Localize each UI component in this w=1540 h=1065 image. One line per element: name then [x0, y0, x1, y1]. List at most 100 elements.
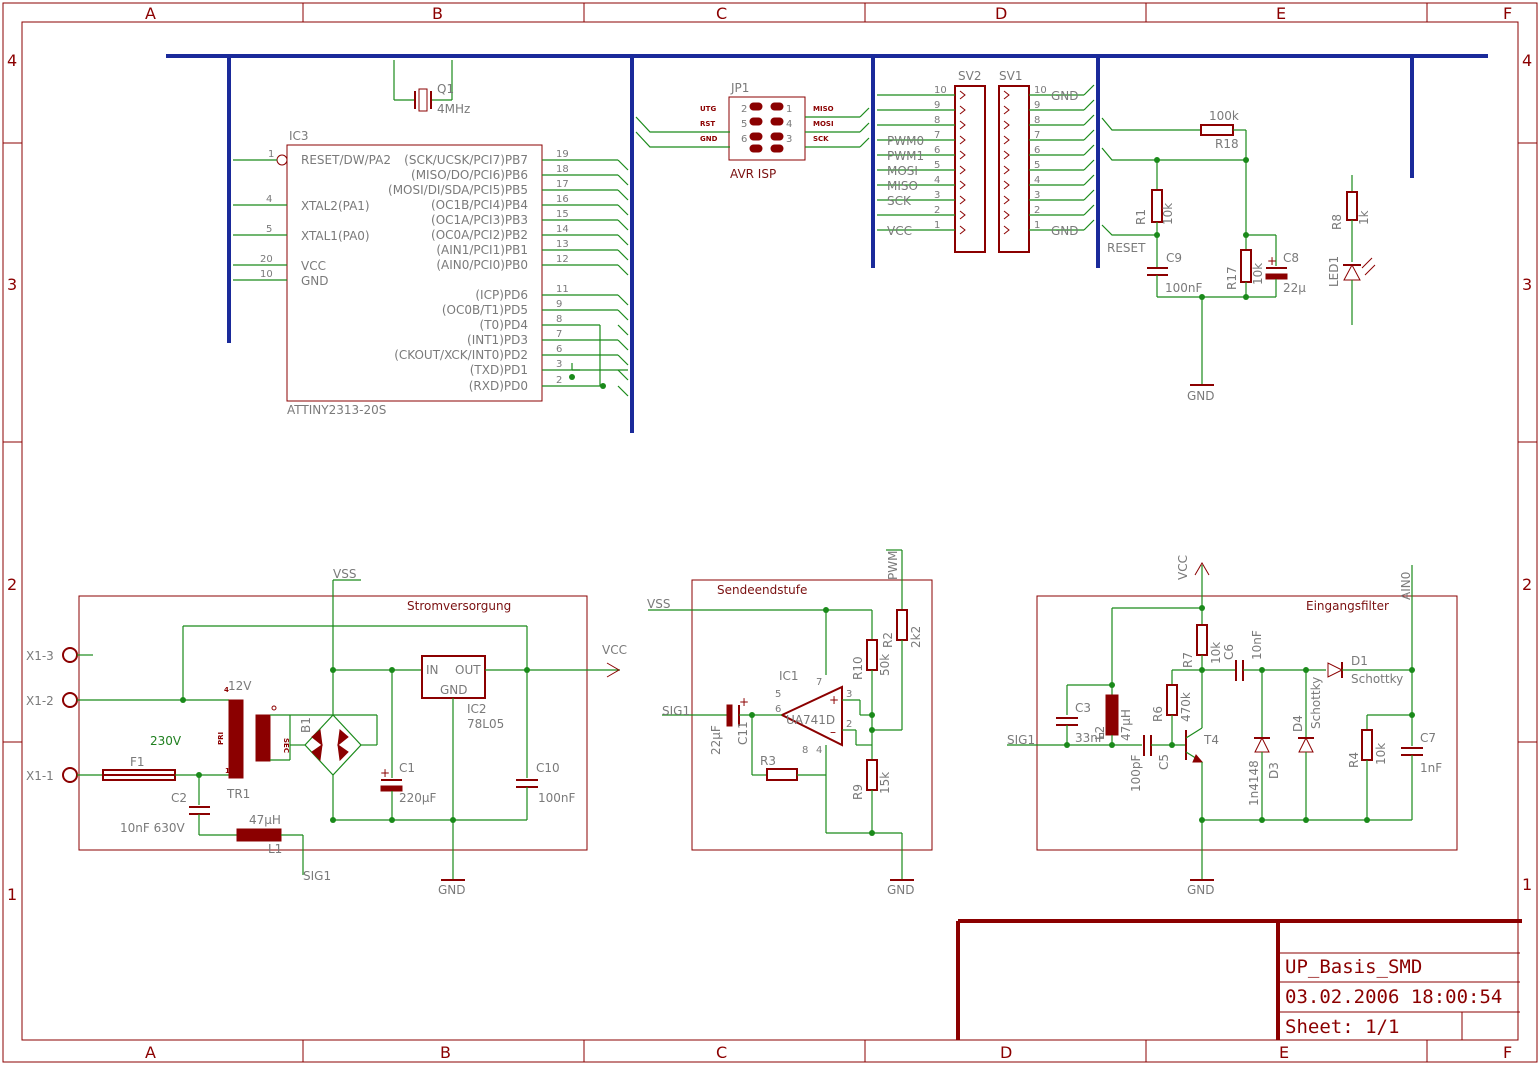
b1-name: B1 — [299, 717, 313, 733]
col-label-bottom-e: E — [1279, 1043, 1289, 1062]
jp1-label-mosi: MOSI — [813, 120, 834, 128]
sv1-pin-mark — [1003, 135, 1010, 145]
sv1-pin-mark — [1003, 195, 1010, 205]
c9-value: 100nF — [1165, 281, 1203, 295]
bus-entry — [617, 234, 629, 246]
ic3-rpin-label: (OC1A/PCI3)PB3 — [431, 213, 528, 227]
bus-entry — [1083, 144, 1095, 156]
ic3-rpin-label: (T0)PD4 — [480, 318, 528, 332]
jp1-pin: 6 — [741, 134, 747, 145]
ic3-rpin-label: (RXD)PD0 — [469, 379, 528, 393]
ic3-lpin-label: XTAL2(PA1) — [301, 199, 370, 213]
ic3-pin-7: 7(INT1)PD3 — [467, 329, 629, 351]
ic3-rpin-label: (OC1B/PCI4)PB4 — [431, 198, 528, 212]
ic3-rpin-num: 15 — [556, 209, 569, 220]
sv1-pin-num: 9 — [1034, 100, 1040, 111]
bus-entry — [1083, 189, 1095, 201]
bus-entry — [617, 249, 629, 261]
q1-value: 4MHz — [437, 102, 470, 116]
ic3-rpin-label: (OC0B/T1)PD5 — [442, 303, 528, 317]
f1-name: F1 — [130, 755, 145, 769]
r17-value: 10k — [1251, 263, 1265, 285]
c10-value: 100nF — [538, 791, 576, 805]
sv2-pin-num: 8 — [934, 115, 940, 126]
c3-name: C3 — [1075, 701, 1091, 715]
bus-lines — [166, 54, 1488, 433]
ic1-name: IC1 — [779, 669, 799, 683]
sv2-pin-num: 3 — [934, 190, 940, 201]
row-label-right-4: 4 — [1522, 51, 1532, 70]
ic3-rpin-num: 12 — [556, 254, 569, 265]
vcc-filter: VCC — [1176, 555, 1190, 580]
bus-entry — [1083, 204, 1095, 216]
ic2-out: OUT — [455, 663, 481, 677]
x13-label: X1-3 — [26, 649, 54, 663]
sv2-pin-num: 2 — [934, 205, 940, 216]
ic3-pin-15: 15 (OC1A/PCI3)PB3 — [431, 209, 629, 231]
ic3-rpin-label: (OC0A/PCI2)PB2 — [431, 228, 528, 242]
sig1-power: SIG1 — [303, 869, 331, 883]
sv1-pin-num: 6 — [1034, 145, 1040, 156]
ic3-rpin-label: (ICP)PD6 — [475, 288, 528, 302]
col-label-bottom-c: C — [716, 1043, 727, 1062]
ic3-lpin-num: 4 — [266, 194, 272, 205]
sv2-net-label: SCK — [887, 194, 912, 208]
pwm-sende: PWM — [886, 551, 900, 580]
r4-value: 10k — [1374, 743, 1388, 765]
q1-name: Q1 — [437, 82, 454, 96]
r8-name: R8 — [1330, 214, 1344, 230]
sv2-name: SV2 — [958, 69, 981, 83]
ic3-lpin-label: RESET/DW/PA2 — [301, 153, 391, 167]
opamp-pin: 3 — [846, 689, 852, 700]
q1-crystal: Q1 4MHz — [393, 60, 470, 116]
bus-entry — [1083, 174, 1095, 186]
jp1-pin: 4 — [786, 119, 792, 130]
c9-name: C9 — [1166, 251, 1182, 265]
bus-entry — [617, 385, 629, 397]
c2-value: 10nF 630V — [120, 821, 185, 835]
c11-plus: + — [739, 695, 749, 709]
r9-name: R9 — [851, 784, 865, 800]
bus-entry — [617, 219, 629, 231]
sv2-pin-mark — [959, 195, 966, 205]
ic3-rpin-num: 17 — [556, 179, 569, 190]
tr1-pin1: 1 — [225, 767, 230, 775]
ic3-pin-13: 13(AIN1/PCI1)PB1 — [436, 239, 629, 261]
c10-name: C10 — [536, 761, 560, 775]
jp1-pin: 5 — [741, 119, 747, 130]
c1-plus: + — [380, 766, 390, 780]
tr1-pin4: 4 — [224, 686, 229, 694]
mains-voltage: 230V — [150, 734, 182, 748]
r3-name: R3 — [760, 754, 776, 768]
jp1-pin: 1 — [786, 104, 792, 115]
r2-value: 2k2 — [909, 626, 923, 648]
c5-value: 100pF — [1129, 754, 1143, 792]
ic3-lpin-num: 1 — [268, 149, 274, 160]
d3-name: D3 — [1267, 762, 1281, 779]
sig1-filter: SIG1 — [1007, 733, 1035, 747]
col-label-top-d: D — [995, 4, 1007, 23]
ic3-lpin-label: XTAL1(PA0) — [301, 229, 370, 243]
r2-name: R2 — [881, 632, 895, 648]
bus-entry — [1083, 114, 1095, 126]
r10-name: R10 — [851, 656, 865, 680]
power-supply-section: Stromversorgung X1-3 X1-2 X1-1 F1 230V C… — [26, 567, 627, 897]
bus-entry — [1083, 219, 1095, 231]
vcc-power: VCC — [602, 643, 627, 657]
bus-entry — [617, 264, 629, 276]
sv1-pin-num: 4 — [1034, 175, 1040, 186]
sv2-pin-9: 9 — [877, 100, 966, 115]
jp1-label-utg: UTG — [700, 105, 716, 113]
sv1-pin-num: 2 — [1034, 205, 1040, 216]
sv2-pin-mark — [959, 165, 966, 175]
r1-value: 10k — [1161, 203, 1175, 225]
t4-name: T4 — [1203, 733, 1219, 747]
ic3-pin-14: 14(OC0A/PCI2)PB2 — [431, 224, 629, 246]
sv1-pin-num: 3 — [1034, 190, 1040, 201]
vss-sende: VSS — [647, 597, 670, 611]
r8-value: 1k — [1357, 210, 1371, 225]
